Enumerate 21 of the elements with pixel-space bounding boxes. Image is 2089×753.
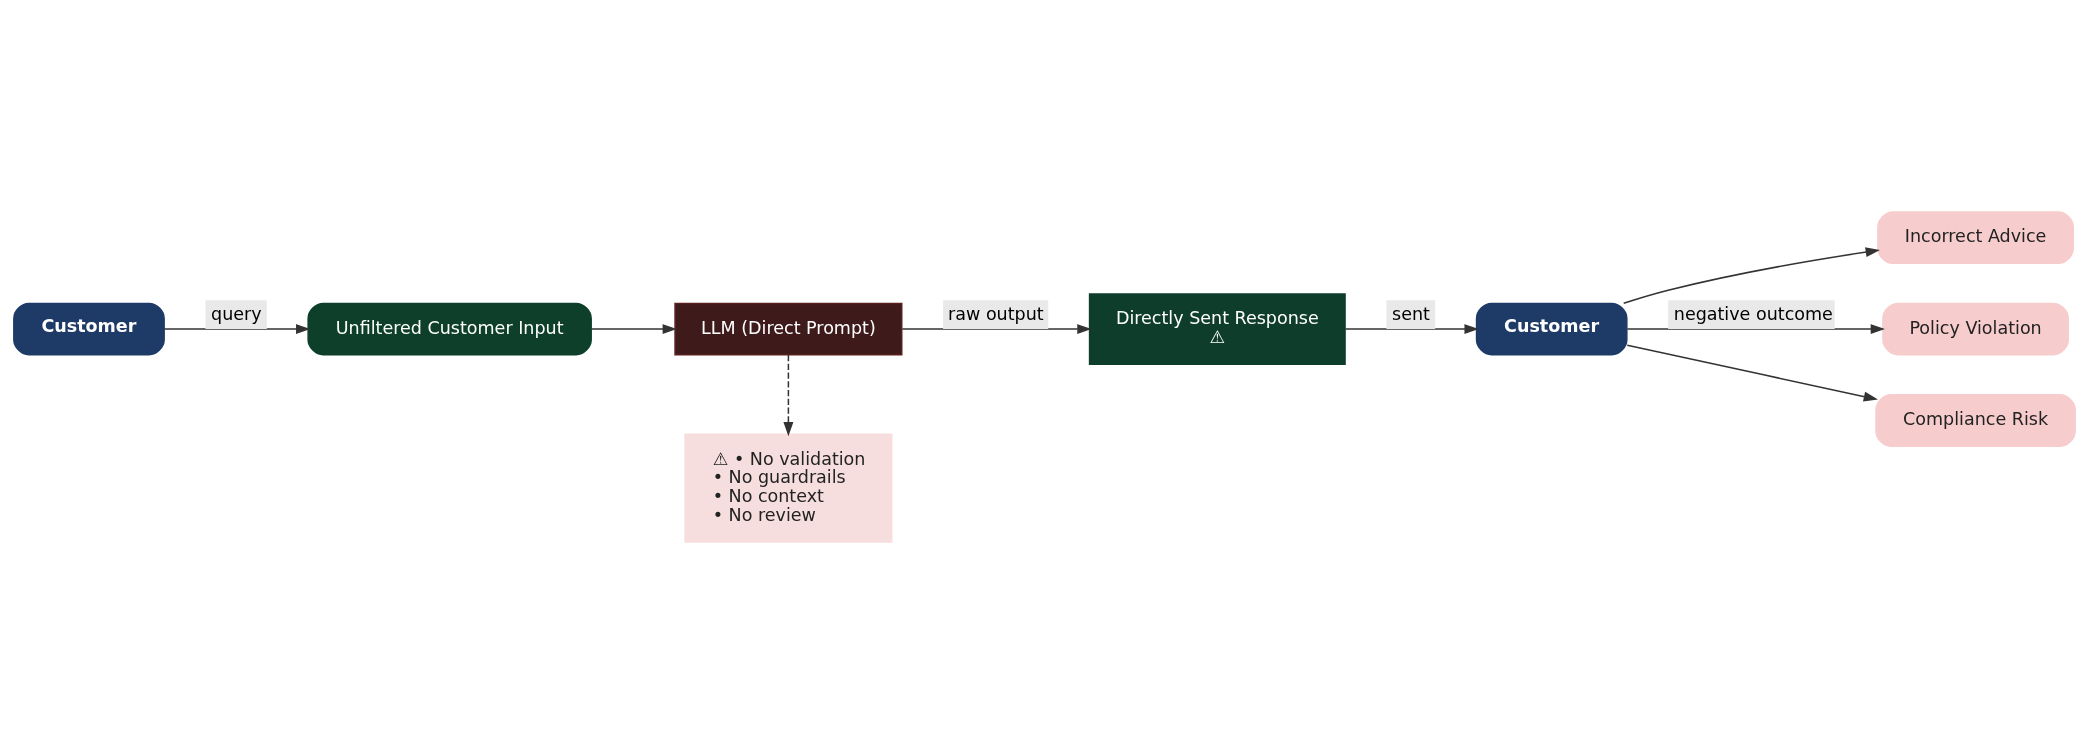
node-box: Customer bbox=[13, 302, 165, 355]
arrow bbox=[163, 323, 311, 334]
arrow bbox=[901, 323, 1092, 334]
arrow bbox=[1622, 246, 1880, 304]
arrow bbox=[590, 323, 677, 334]
edge-label: sent bbox=[1392, 303, 1430, 324]
arrow bbox=[1626, 323, 1885, 334]
node-box: Compliance Risk bbox=[1875, 393, 2076, 447]
arrow bbox=[1344, 323, 1479, 334]
edge-label: negative outcome bbox=[1673, 303, 1833, 324]
node-box: Customer bbox=[1475, 302, 1628, 355]
node-box: Incorrect Advice bbox=[1877, 210, 2074, 264]
node-box: LLM (Direct Prompt) bbox=[674, 302, 903, 355]
node-box: Directly Sent Response ⚠ bbox=[1088, 292, 1346, 365]
edge-label: raw output bbox=[948, 303, 1044, 324]
node-box: Unfiltered Customer Input bbox=[307, 302, 592, 355]
arrow bbox=[783, 353, 794, 436]
node-box: Policy Violation bbox=[1882, 302, 2069, 355]
arrow bbox=[1626, 344, 1878, 401]
edge-label: query bbox=[211, 303, 262, 324]
node-box: ⚠ • No validation • No guardrails • No context • No review bbox=[684, 433, 893, 543]
